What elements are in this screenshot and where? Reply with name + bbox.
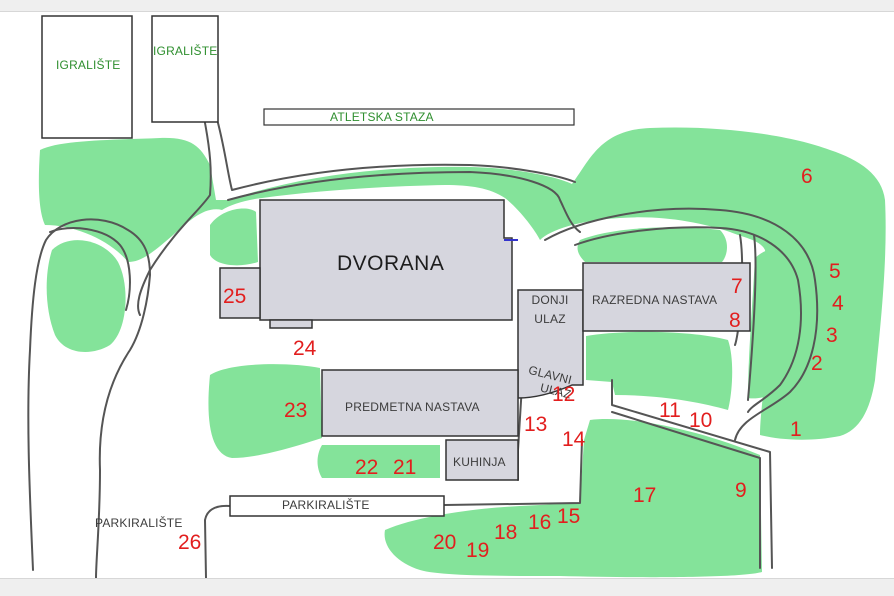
marker-4: 4 (832, 292, 844, 315)
path-west-loop (27, 218, 151, 579)
lawn-strip-south (317, 445, 440, 478)
marker-2: 2 (811, 352, 823, 375)
marker-13: 13 (524, 413, 548, 436)
marker-26: 26 (178, 531, 202, 554)
lawn-east-oval (748, 248, 800, 399)
marker-17: 17 (633, 484, 657, 507)
track-label: ATLETSKA STAZA (330, 110, 434, 124)
building-subject (321, 369, 519, 437)
path-main-south-inner (611, 411, 761, 569)
marker-9: 9 (735, 479, 747, 502)
class-teaching-label: RAZREDNA NASTAVA (592, 293, 718, 307)
marker-18: 18 (494, 521, 518, 544)
field-east (151, 15, 219, 123)
marker-14: 14 (562, 428, 586, 451)
marker-20: 20 (433, 531, 457, 554)
lawn-centre (586, 331, 733, 410)
marker-7: 7 (731, 275, 743, 298)
marker-8: 8 (729, 309, 741, 332)
path-north-west (137, 122, 212, 316)
building-kitchen (445, 439, 519, 481)
viewer-top-bar (0, 0, 894, 12)
path-north-west-inner (217, 122, 576, 191)
parking-label-main: PARKIRALIŠTE (282, 498, 370, 512)
hall-label: DVORANA (337, 252, 445, 275)
path-parking-west (204, 504, 231, 579)
marker-25: 25 (223, 285, 247, 308)
path-loop-east-inner (574, 226, 802, 413)
marker-3: 3 (826, 324, 838, 347)
lawn-north-east (38, 127, 886, 440)
path-north-outer (227, 171, 581, 233)
kitchen-label: KUHINJA (453, 455, 506, 469)
field-west (41, 15, 133, 139)
athletic-track (263, 108, 575, 126)
path-west-loop-inner (49, 227, 131, 311)
marker-22: 22 (355, 456, 379, 479)
building-annex-step (269, 319, 313, 329)
building-hall (259, 199, 513, 321)
marker-23: 23 (284, 399, 308, 422)
field-label-1: IGRALIŠTE (56, 58, 121, 72)
subject-teaching-label: PREDMETNA NASTAVA (345, 400, 480, 414)
marker-10: 10 (689, 409, 713, 432)
lawn-south (384, 419, 762, 578)
parking-label-west: PARKIRALIŠTE (95, 516, 183, 530)
path-loop-east-outer (544, 207, 819, 441)
field-label-2: IGRALIŠTE (153, 44, 218, 58)
path-east-spur-2 (747, 234, 757, 401)
lower-entrance-label-1: DONJI (531, 293, 569, 307)
marker-19: 19 (466, 539, 490, 562)
building-class (582, 262, 751, 332)
path-main-south (611, 379, 773, 569)
building-entrance (517, 289, 584, 399)
marker-15: 15 (557, 505, 581, 528)
lawn-inner-loop (577, 227, 727, 262)
path-parking-link (444, 439, 583, 506)
lawn-west-mid (208, 364, 322, 458)
marker-24: 24 (293, 337, 317, 360)
viewer-bottom-bar (0, 578, 894, 596)
marker-6: 6 (801, 165, 813, 188)
lawn-west-small (210, 208, 258, 266)
marker-21: 21 (393, 456, 417, 479)
lower-entrance-label-2: ULAZ (534, 312, 566, 326)
marker-5: 5 (829, 260, 841, 283)
parking-lot (229, 495, 445, 517)
marker-11: 11 (659, 399, 681, 422)
marker-1: 1 (790, 418, 802, 441)
marker-16: 16 (528, 511, 552, 534)
marker-12: 12 (552, 383, 576, 406)
building-annex (219, 267, 261, 319)
lawn-west-oval (46, 240, 126, 352)
